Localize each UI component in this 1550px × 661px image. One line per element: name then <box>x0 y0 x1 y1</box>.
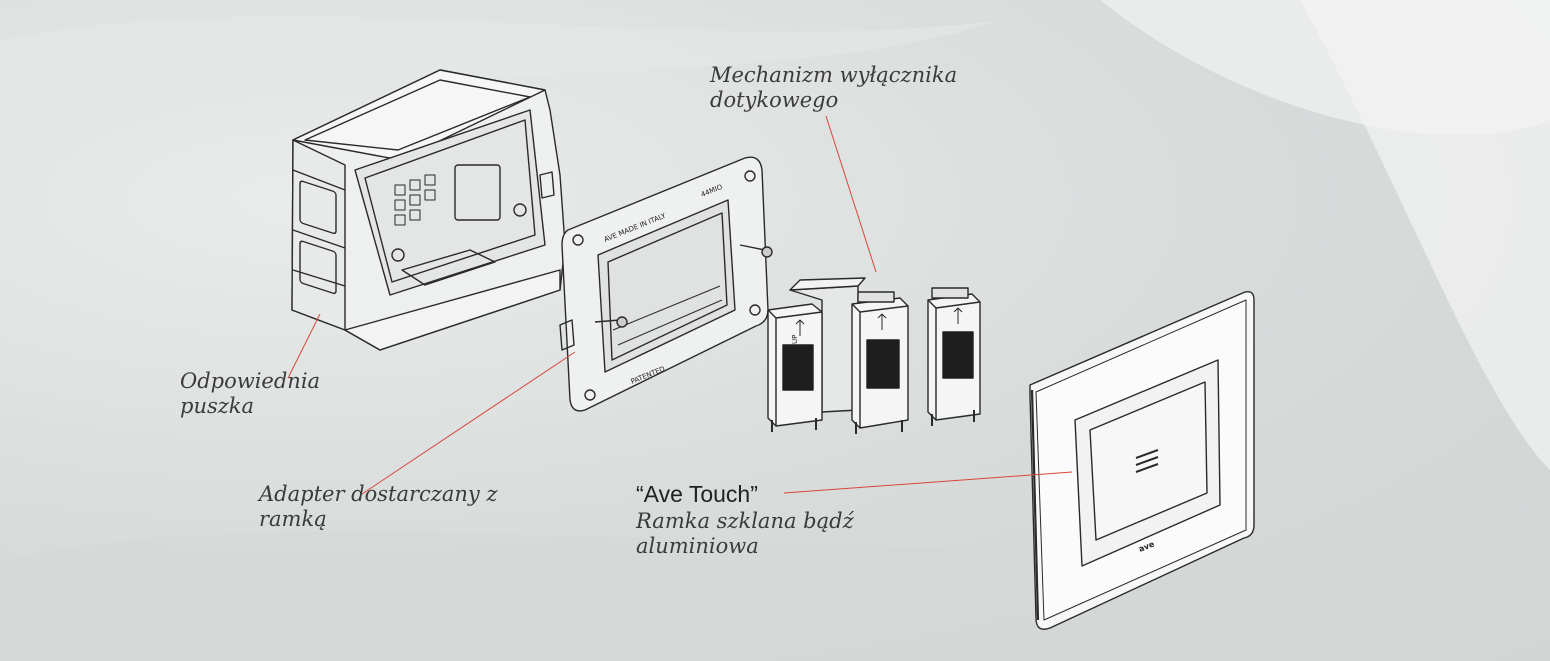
flush-mounting-box <box>291 69 566 351</box>
label-mounting-box-line1: Odpowiednia <box>180 369 321 393</box>
label-frame-line2: aluminiowa <box>636 534 759 558</box>
label-mechanism-line1: Mechanizm wyłącznika <box>710 63 958 87</box>
touch-sensor-icon <box>1135 449 1159 473</box>
label-adapter-line1: Adapter dostarczany z <box>259 482 498 506</box>
leader-line-mechanism <box>825 115 877 273</box>
ave-touch-frame <box>1029 290 1255 630</box>
touch-switch-mechanism <box>767 277 981 434</box>
label-adapter: Adapter dostarczany z ramką <box>259 482 498 532</box>
label-mechanism-line2: dotykowego <box>710 88 839 112</box>
label-frame-line1: Ramka szklana bądź <box>636 509 854 533</box>
label-mechanism: Mechanizm wyłącznika dotykowego <box>710 63 957 113</box>
leader-line-box <box>287 313 321 379</box>
label-frame: “Ave Touch” Ramka szklana bądź aluminiow… <box>636 481 854 559</box>
module-up-mark: UP <box>791 335 799 344</box>
leader-line-adapter <box>361 351 576 495</box>
label-mounting-box: Odpowiednia puszka <box>180 369 320 419</box>
leader-lines <box>287 115 1073 495</box>
label-frame-brand: “Ave Touch” <box>636 481 758 507</box>
adapter-frame <box>559 156 773 412</box>
leader-line-frame <box>783 471 1073 494</box>
label-adapter-line2: ramką <box>259 507 327 531</box>
label-mounting-box-line2: puszka <box>180 394 255 418</box>
